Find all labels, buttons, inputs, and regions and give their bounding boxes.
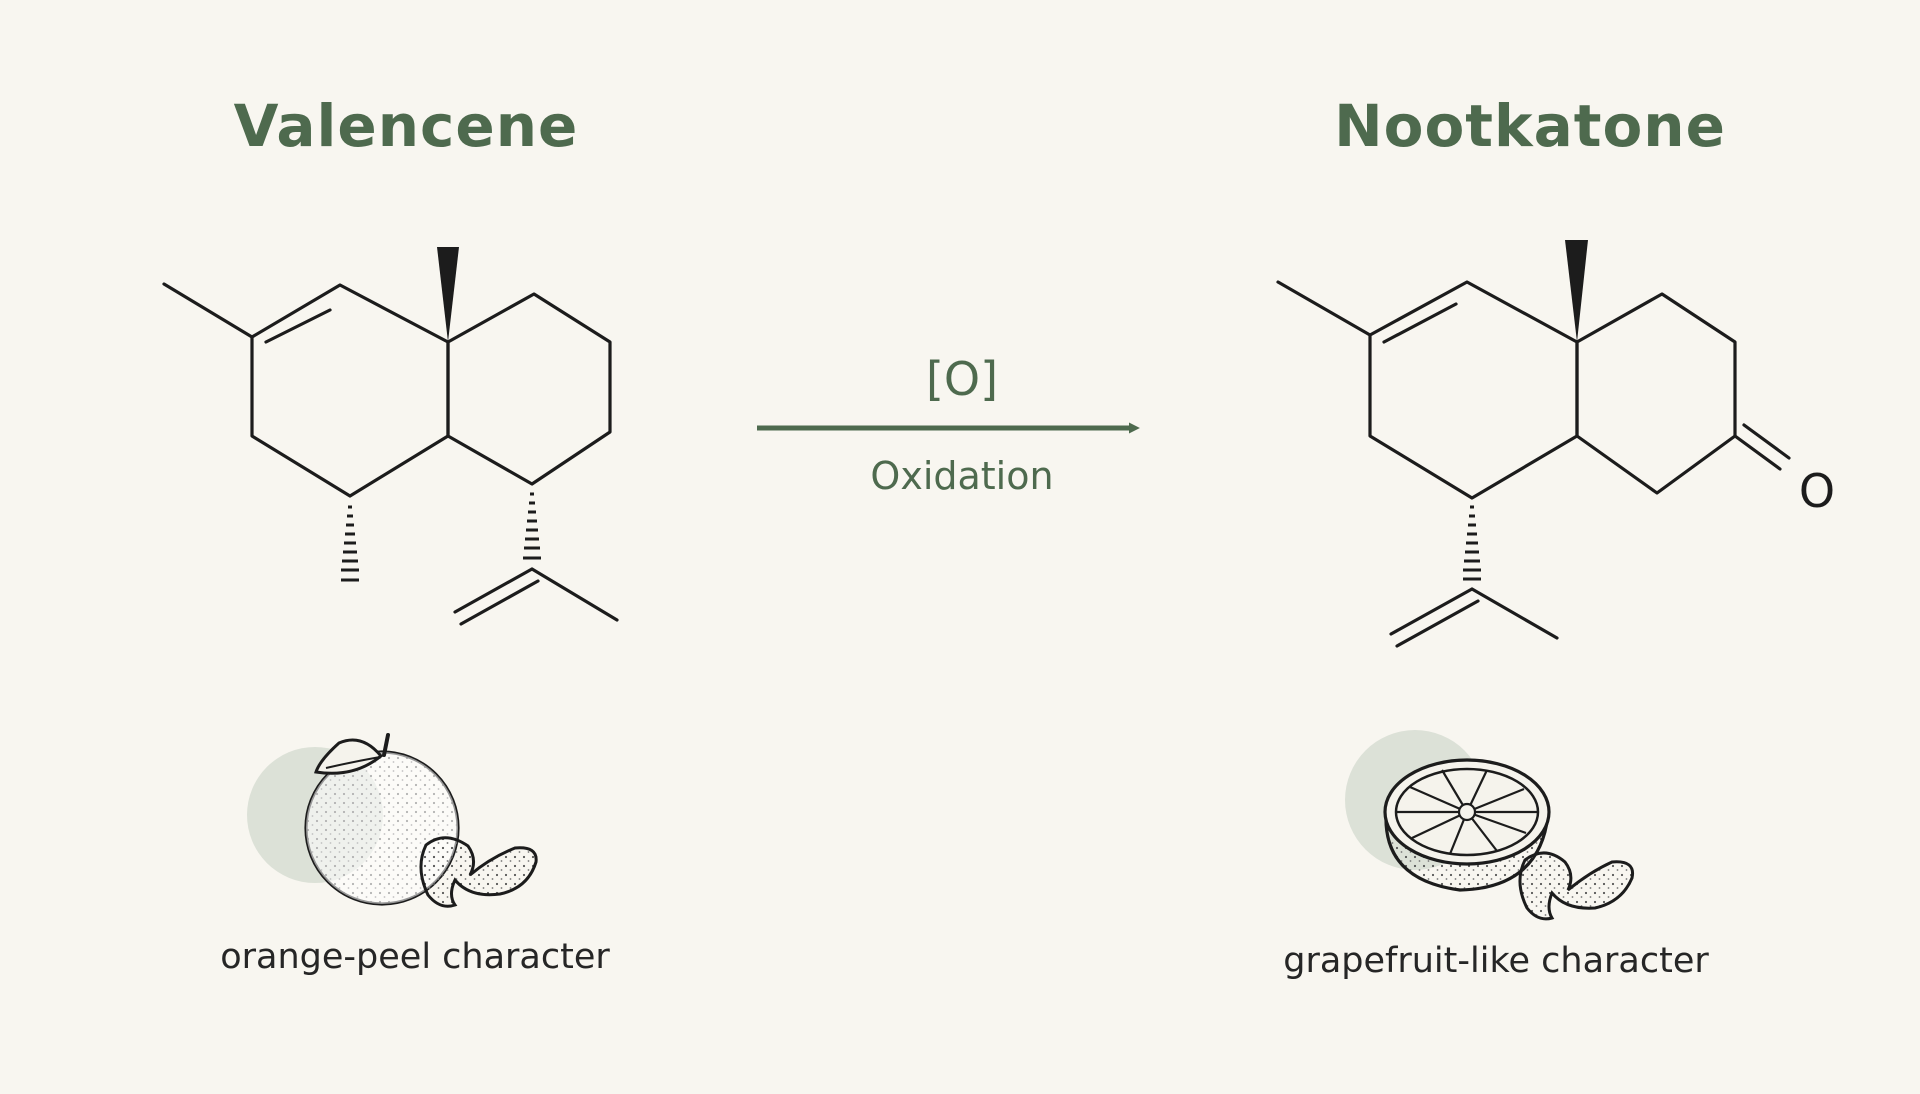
valencene-caption: orange-peel character <box>220 937 610 977</box>
nootkatone-methyl <box>1276 280 1372 337</box>
reaction-reagent: [O] <box>925 352 999 406</box>
valencene-isopropenyl-left <box>453 567 534 614</box>
oxygen-label: O <box>1799 464 1835 518</box>
valencene-ring-b <box>446 292 612 486</box>
reaction-label: Oxidation <box>870 454 1054 498</box>
valencene-hashed-isopropenyl <box>523 492 541 560</box>
valencene-wedge-bond <box>437 247 459 342</box>
nootkatone-title: Nootkatone <box>1334 92 1726 160</box>
nootkatone-caption: grapefruit-like character <box>1283 941 1709 981</box>
valencene-ring-a <box>250 283 450 498</box>
nootkatone-ring-a <box>1368 280 1579 500</box>
nootkatone-carbonyl-bond <box>1733 434 1782 471</box>
valencene-isopropenyl-left-double <box>459 579 540 626</box>
valencene-structure <box>162 282 619 626</box>
nootkatone-structure <box>1276 280 1791 648</box>
nootkatone-wedge-bond <box>1565 240 1588 342</box>
valencene-title: Valencene <box>233 92 579 160</box>
valencene-isopropenyl-right <box>530 567 619 622</box>
nootkatone-isopropenyl-right <box>1470 587 1559 640</box>
nootkatone-double-bond <box>1382 302 1458 344</box>
valencene-methyl <box>162 282 254 339</box>
nootkatone-ring-b <box>1575 292 1737 495</box>
nootkatone-carbonyl-double <box>1742 423 1791 460</box>
nootkatone-isopropenyl-left <box>1389 587 1474 636</box>
nootkatone-hashed-isopropenyl <box>1463 505 1481 581</box>
valencene-double-bond <box>264 308 332 344</box>
nootkatone-isopropenyl-left-double <box>1395 599 1480 648</box>
valencene-hashed-methyl <box>341 505 359 582</box>
grapefruit-half-with-peel-icon <box>1345 730 1635 921</box>
orange-with-peel-icon <box>247 733 538 908</box>
